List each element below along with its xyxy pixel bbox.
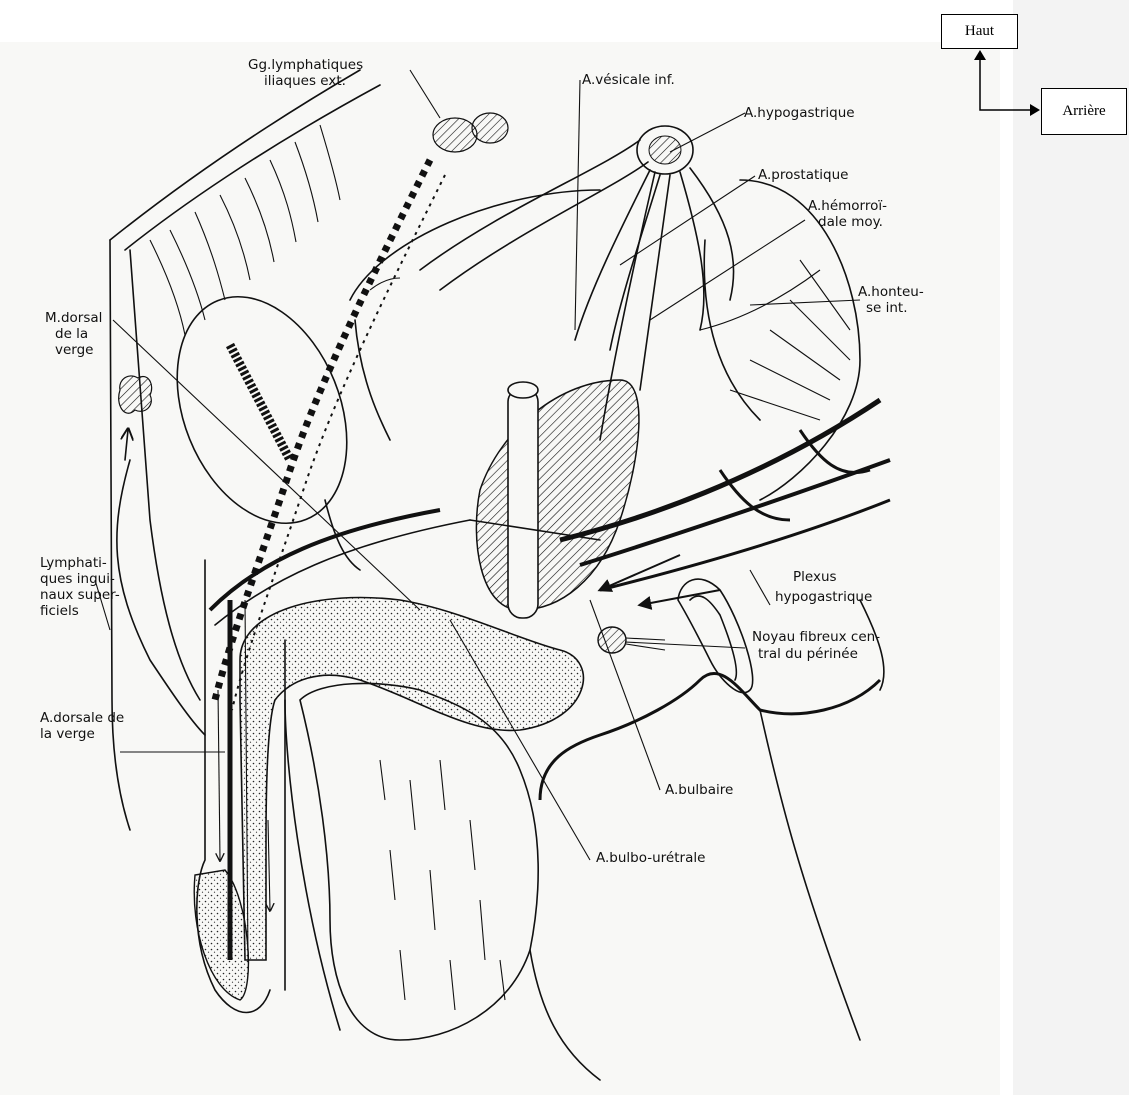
orientation-up-box: Haut [941,14,1018,49]
orientation-back-label: Arrière [1062,103,1105,120]
orientation-connector [980,55,1034,110]
up-arrowhead-icon [974,50,986,60]
orientation-up-label: Haut [965,23,994,40]
back-arrowhead-icon [1030,104,1040,116]
orientation-back-box: Arrière [1041,88,1127,135]
